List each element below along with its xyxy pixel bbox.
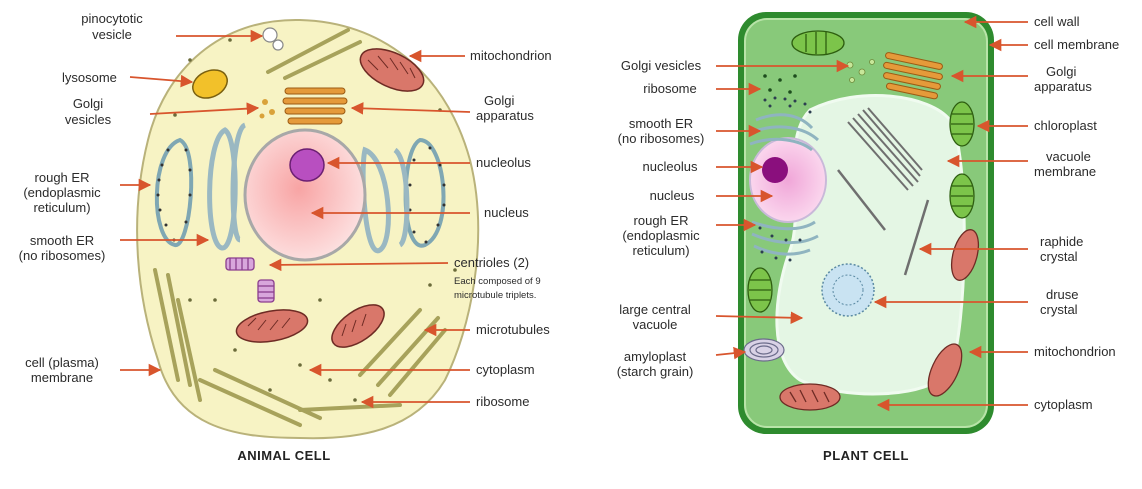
plant-druse-crystal (822, 264, 874, 316)
label-plant-ribosome: ribosome (643, 81, 696, 96)
label-plant-rough-er-3: reticulum) (632, 243, 689, 258)
label-microtubules: microtubules (476, 322, 550, 337)
label-centrioles-note-1: Each composed of 9 (454, 276, 541, 287)
label-golgi-vesicles-1: Golgi (73, 96, 103, 111)
label-amyloplast-2: (starch grain) (617, 364, 694, 379)
label-animal-ribosome: ribosome (476, 394, 529, 409)
label-golgi-vesicles-2: vesicles (65, 112, 112, 127)
label-lysosome: lysosome (62, 70, 117, 85)
label-pinocytotic-1: pinocytotic (81, 11, 143, 26)
label-cell-membrane-2: membrane (31, 370, 93, 385)
label-plant-nucleus: nucleus (650, 188, 695, 203)
label-cell-membrane-1: cell (plasma) (25, 355, 99, 370)
label-chloroplast: chloroplast (1034, 118, 1097, 133)
plant-amyloplast (744, 339, 784, 361)
label-plant-cytoplasm: cytoplasm (1034, 397, 1093, 412)
label-plant-nucleolus: nucleolus (643, 159, 698, 174)
label-raphide-1: raphide (1040, 234, 1083, 249)
animal-cell-caption: ANIMAL CELL (237, 448, 330, 463)
label-animal-nucleolus: nucleolus (476, 155, 531, 170)
label-vacuole-membrane-2: membrane (1034, 164, 1096, 179)
label-plant-golgi-apparatus-1: Golgi (1046, 64, 1076, 79)
animal-nucleolus (290, 149, 324, 181)
label-smooth-er-1: smooth ER (30, 233, 94, 248)
label-animal-golgi-apparatus-1: Golgi (484, 93, 514, 108)
label-vacuole-membrane-1: vacuole (1046, 149, 1091, 164)
label-large-vacuole-2: vacuole (633, 317, 678, 332)
label-animal-nucleus: nucleus (484, 205, 529, 220)
plant-nucleus (750, 138, 826, 222)
label-plant-golgi-apparatus-2: apparatus (1034, 79, 1092, 94)
label-centrioles-note-2: microtubule triplets. (454, 290, 536, 301)
label-amyloplast-1: amyloplast (624, 349, 687, 364)
plant-cell-caption: PLANT CELL (823, 448, 909, 463)
pinocytotic-vesicle (263, 28, 277, 42)
label-raphide-2: crystal (1040, 249, 1078, 264)
label-druse-1: druse (1046, 287, 1079, 302)
label-plant-rough-er-1: rough ER (634, 213, 689, 228)
label-pinocytotic-2: vesicle (92, 27, 132, 42)
label-plant-mitochondrion: mitochondrion (1034, 344, 1116, 359)
plant-cell: Golgi vesicles ribosome smooth ER (no ri… (617, 12, 1120, 463)
label-plant-rough-er-2: (endoplasmic (622, 228, 700, 243)
label-plant-smooth-er-1: smooth ER (629, 116, 693, 131)
label-centrioles: centrioles (2) (454, 255, 529, 270)
label-rough-er-1: rough ER (35, 170, 90, 185)
label-plant-cell-membrane: cell membrane (1034, 37, 1119, 52)
label-animal-mitochondrion: mitochondrion (470, 48, 552, 63)
animal-cell: pinocytotic vesicle lysosome Golgi vesic… (19, 11, 552, 463)
label-large-vacuole-1: large central (619, 302, 691, 317)
label-animal-cytoplasm: cytoplasm (476, 362, 535, 377)
label-rough-er-3: reticulum) (33, 200, 90, 215)
label-plant-golgi-vesicles: Golgi vesicles (621, 58, 702, 73)
label-cell-wall: cell wall (1034, 14, 1080, 29)
plant-large-vacuole (777, 96, 964, 394)
label-smooth-er-2: (no ribosomes) (19, 248, 106, 263)
plant-nucleolus (762, 157, 788, 183)
label-rough-er-2: (endoplasmic (23, 185, 101, 200)
label-animal-golgi-apparatus-2: apparatus (476, 108, 534, 123)
label-plant-smooth-er-2: (no ribosomes) (618, 131, 705, 146)
label-druse-2: crystal (1040, 302, 1078, 317)
